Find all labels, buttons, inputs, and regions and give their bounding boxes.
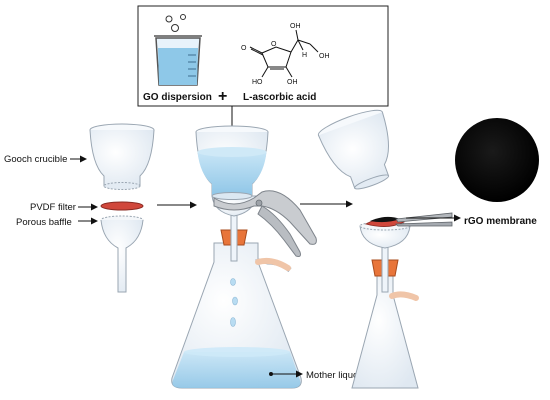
mother-liquors-label: Mother liquors — [306, 370, 366, 381]
go-liquid-in-crucible — [197, 152, 267, 196]
gooch-crucible-left — [89, 123, 155, 190]
mother-liquor-pool — [172, 352, 301, 388]
gooch-crucible-tilted — [317, 109, 390, 190]
oh-top-label: OH — [290, 23, 301, 30]
porous-baffle-label: Porous baffle — [16, 217, 72, 228]
oh-side-label: OH — [319, 53, 330, 60]
lifted-rgo-film — [370, 216, 400, 223]
rgo-membrane-label: rGO membrane — [464, 216, 537, 227]
rgo-membrane-disc — [455, 118, 539, 202]
small-flask-tubing — [389, 291, 419, 301]
filter-flask — [171, 242, 302, 389]
drop-2 — [232, 296, 238, 306]
ascorbic-acid-label: L-ascorbic acid — [243, 92, 316, 103]
pvdf-filter-label: PVDF filter — [30, 202, 76, 213]
go-dispersion-label: GO dispersion — [143, 92, 212, 103]
plus-sign: + — [218, 88, 227, 105]
gooch-crucible-center — [195, 125, 269, 200]
ascorbic-acid-structure — [249, 29, 319, 78]
right-apparatus — [317, 109, 453, 389]
drop-1 — [230, 278, 236, 286]
center-apparatus — [171, 125, 317, 389]
h-label: H — [302, 52, 307, 59]
ho-left-label: HO — [252, 79, 263, 86]
tweezers-icon — [395, 212, 453, 227]
small-funnel — [359, 225, 411, 249]
gooch-crucible-label: Gooch crucible — [4, 154, 67, 165]
left-apparatus — [89, 123, 155, 293]
oh-right-label: OH — [287, 79, 298, 86]
funnel-stem — [230, 212, 238, 262]
ring-oxygen-label: O — [271, 41, 277, 48]
clamp-icon — [213, 190, 317, 257]
beaker-icon — [154, 14, 202, 86]
pvdf-filter-disc — [100, 201, 144, 211]
drop-3 — [230, 317, 236, 327]
carbonyl-oxygen-label: O — [241, 45, 247, 52]
filter-funnel-left — [100, 215, 144, 293]
side-arm-tubing — [255, 257, 291, 271]
reagent-box: O O HO OH OH H OH GO dispersion + L-asco… — [137, 5, 389, 107]
